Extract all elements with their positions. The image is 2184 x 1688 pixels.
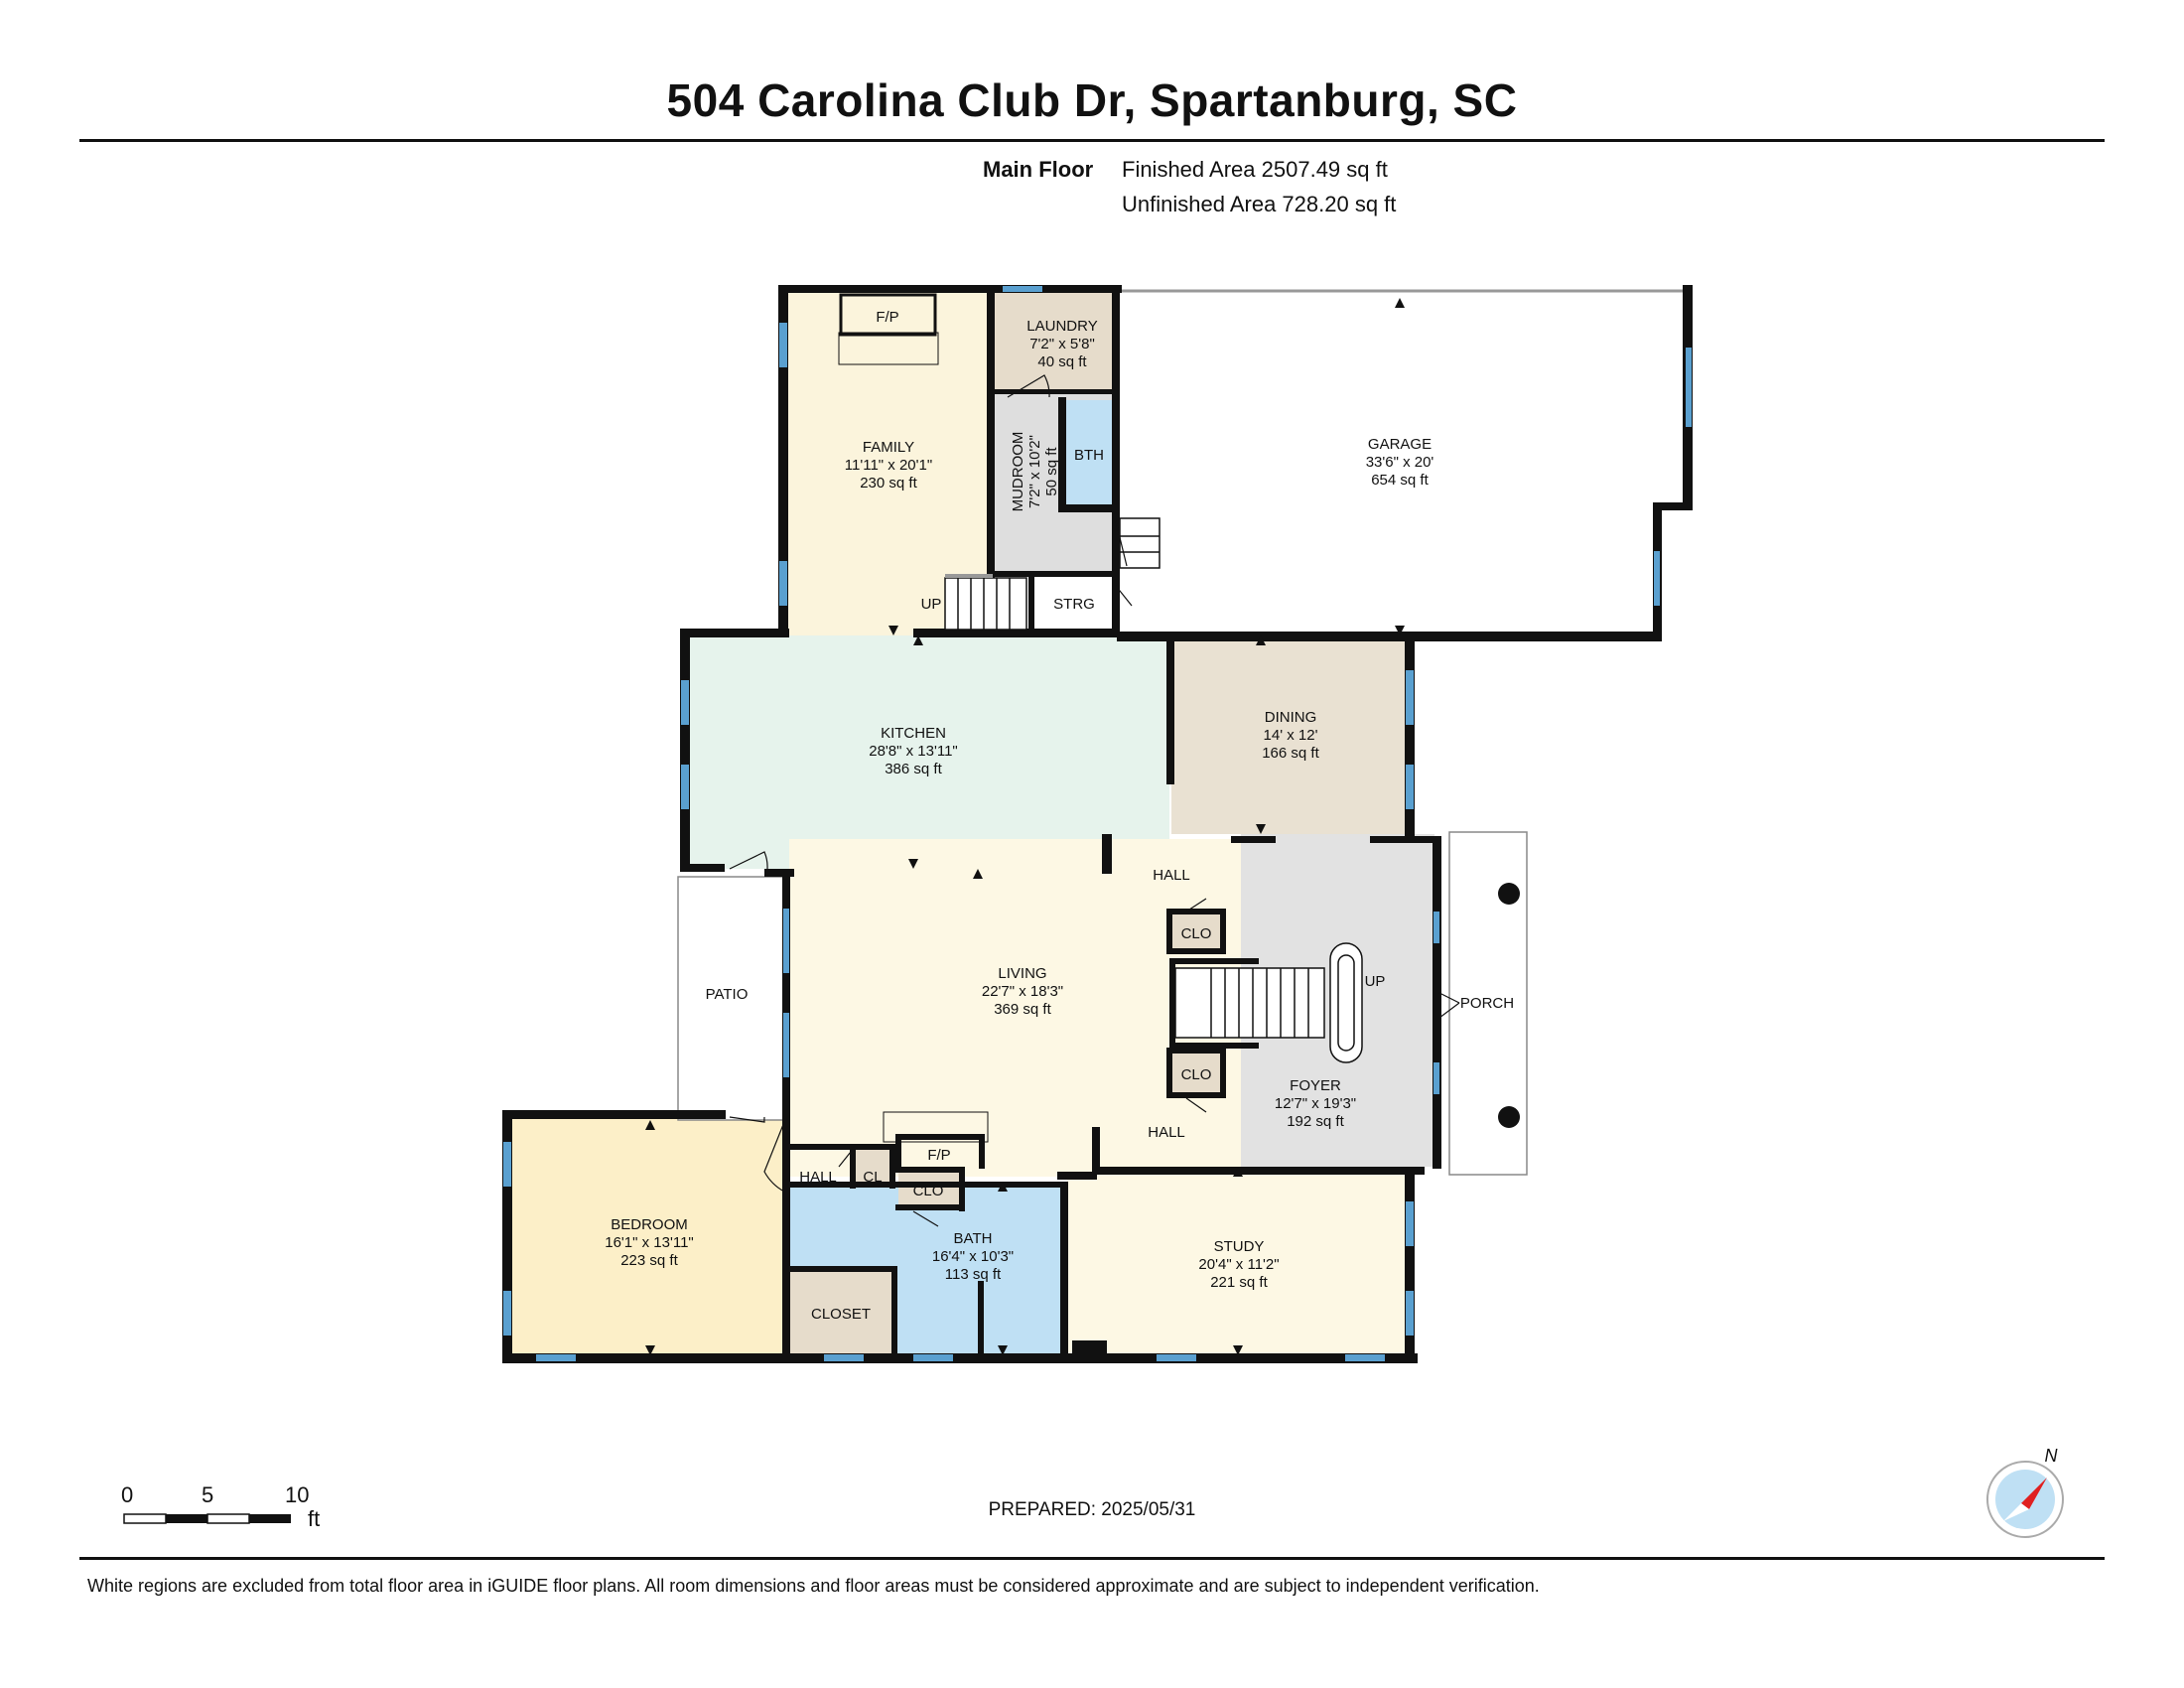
kitchen-dims: 28'8" x 13'11"	[869, 743, 958, 760]
dining-dims: 14' x 12'	[1264, 727, 1318, 744]
hall-lower-label: HALL	[1148, 1124, 1185, 1141]
living-name: LIVING	[998, 965, 1046, 982]
family-up-label: UP	[921, 596, 942, 613]
page-title: 504 Carolina Club Dr, Spartanburg, SC	[666, 74, 1518, 126]
patio-label: PATIO	[706, 986, 749, 1003]
foyer-name: FOYER	[1290, 1077, 1341, 1094]
scale-label-0: 0	[121, 1482, 134, 1507]
clo-bath-fill	[898, 1172, 960, 1208]
mudroom-name: MUDROOM	[1010, 432, 1026, 512]
compass-n-label: N	[2045, 1446, 2059, 1466]
family-area: 230 sq ft	[860, 475, 917, 492]
clo-bath-label: CLO	[913, 1183, 944, 1199]
scale-bar	[123, 1513, 291, 1524]
compass-icon: N	[1986, 1446, 2064, 1538]
foyer-area: 192 sq ft	[1287, 1113, 1344, 1130]
study-area: 221 sq ft	[1210, 1274, 1268, 1291]
cl-fill	[854, 1150, 893, 1187]
hall-bedroom-label: HALL	[799, 1169, 837, 1186]
bth-fill	[1064, 400, 1114, 509]
footer-rule	[79, 1557, 2105, 1560]
bedroom-dims: 16'1" x 13'11"	[605, 1234, 694, 1251]
header-rule	[79, 139, 2105, 142]
bth-label: BTH	[1074, 447, 1104, 464]
bath-name: BATH	[954, 1230, 993, 1247]
scale-label-5: 5	[202, 1482, 214, 1507]
floor-name: Main Floor	[983, 157, 1094, 182]
porch-column	[1498, 883, 1520, 905]
family-name: FAMILY	[863, 439, 914, 456]
family-fireplace	[839, 293, 937, 337]
strg-label: STRG	[1053, 596, 1095, 613]
bedroom-name: BEDROOM	[611, 1216, 688, 1233]
study-dims: 20'4" x 11'2"	[1198, 1256, 1279, 1273]
strg-fill	[1032, 576, 1114, 631]
kitchen-fill	[688, 635, 1169, 869]
fixtures	[838, 293, 1363, 1143]
bath-dims: 16'4" x 10'3"	[932, 1248, 1014, 1265]
foyer-stairs	[1174, 942, 1363, 1063]
windows	[503, 286, 1692, 1361]
clo-lower-label: CLO	[1181, 1066, 1212, 1083]
garage-name: GARAGE	[1368, 436, 1432, 453]
family-dims: 11'11" x 20'1"	[845, 457, 932, 474]
clo-upper-fill	[1171, 912, 1221, 951]
family-stairs	[944, 574, 1027, 631]
disclaimer: White regions are excluded from total fl…	[87, 1576, 1540, 1596]
finished-area: Finished Area 2507.49 sq ft	[1122, 157, 1388, 182]
closet-fill	[789, 1269, 893, 1355]
dining-name: DINING	[1265, 709, 1317, 726]
garage-area: 654 sq ft	[1371, 472, 1429, 489]
clo-upper-label: CLO	[1181, 925, 1212, 942]
cl-label: CL	[863, 1169, 882, 1186]
laundry-fill	[993, 293, 1117, 392]
living-area: 369 sq ft	[994, 1001, 1051, 1018]
porch-label: PORCH	[1460, 995, 1514, 1012]
kitchen-name: KITCHEN	[881, 725, 946, 742]
dining-fill	[1171, 635, 1410, 834]
study-name: STUDY	[1214, 1238, 1265, 1255]
laundry-area: 40 sq ft	[1037, 353, 1087, 370]
laundry-dims: 7'2" x 5'8"	[1029, 336, 1095, 352]
foyer-dims: 12'7" x 19'3"	[1275, 1095, 1356, 1112]
hall-upper-label: HALL	[1153, 867, 1190, 884]
living-fireplace-hearth	[883, 1111, 989, 1143]
closet-label: CLOSET	[811, 1306, 871, 1323]
living-dims: 22'7" x 18'3"	[982, 983, 1063, 1000]
dining-area: 166 sq ft	[1262, 745, 1319, 762]
laundry-name: LAUNDRY	[1026, 318, 1097, 335]
bedroom-fill	[510, 1117, 785, 1355]
mudroom-dims: 7'2" x 10'2"	[1026, 435, 1043, 508]
family-fireplace-hearth	[838, 332, 939, 365]
kitchen-area: 386 sq ft	[885, 761, 942, 777]
scale-label-10: 10	[285, 1482, 310, 1507]
room-fills	[510, 293, 1434, 1355]
porch-column	[1498, 1106, 1520, 1128]
living-fp-label: F/P	[927, 1147, 950, 1164]
living-fill	[789, 839, 1241, 1177]
unfinished-area: Unfinished Area 728.20 sq ft	[1122, 192, 1397, 216]
study-fill	[1067, 1172, 1410, 1355]
dimension-arrows	[645, 298, 1405, 1355]
garage-steps	[1119, 517, 1160, 569]
clo-lower-fill	[1171, 1051, 1221, 1096]
bath-area: 113 sq ft	[945, 1266, 1002, 1283]
patio-outline	[677, 876, 785, 1121]
scale-unit: ft	[308, 1506, 321, 1531]
doors	[729, 374, 1460, 1227]
prepared-date: PREPARED: 2025/05/31	[988, 1499, 1196, 1520]
garage-dims: 33'6" x 20'	[1366, 454, 1434, 471]
foyer-up-label: UP	[1365, 973, 1386, 990]
bedroom-area: 223 sq ft	[620, 1252, 678, 1269]
mudroom-area: 50 sq ft	[1043, 447, 1060, 496]
family-fp-label: F/P	[876, 309, 898, 326]
